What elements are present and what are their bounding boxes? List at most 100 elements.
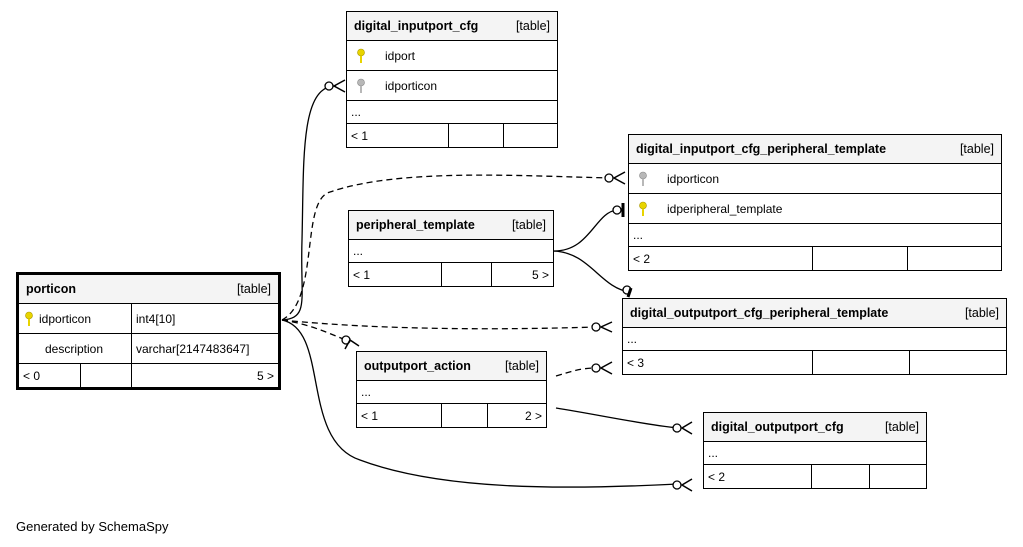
- foreign-key-icon: [347, 78, 375, 94]
- primary-key-icon: [347, 48, 375, 64]
- edge-end-circle: [324, 81, 334, 91]
- child-count: [908, 247, 1001, 270]
- table-name: outputport_action: [364, 359, 471, 373]
- table-name: digital_outputport_cfg_peripheral_templa…: [630, 306, 889, 320]
- primary-key-icon: [19, 311, 39, 327]
- more-columns: ...: [704, 442, 926, 465]
- edge-peripheral-template-inputport: [552, 209, 618, 252]
- table-digital-outputport-cfg-peripheral-template[interactable]: digital_outputport_cfg_peripheral_templa…: [622, 298, 1007, 375]
- crowfoot-arrow: [680, 478, 693, 492]
- more-columns: ...: [347, 101, 557, 124]
- rows-count: [81, 364, 132, 387]
- rows-count: [442, 263, 492, 286]
- table-header: porticon [table]: [19, 275, 278, 304]
- table-header: digital_inputport_cfg_peripheral_templat…: [629, 135, 1001, 164]
- table-kind: [table]: [515, 19, 550, 33]
- column-row: idporticon: [347, 71, 557, 101]
- edge-porticon-digital-inputport-cfg: [281, 85, 337, 321]
- child-count: 2 >: [524, 408, 542, 423]
- table-name: digital_outputport_cfg: [711, 420, 844, 434]
- crowfoot-arrow: [599, 361, 613, 375]
- one-bar: [626, 287, 633, 298]
- table-kind: [table]: [236, 282, 271, 296]
- table-footer: < 3: [623, 351, 1006, 374]
- column-row: idporticon: [629, 164, 1001, 194]
- table-header: outputport_action [table]: [357, 352, 546, 381]
- edge-porticon-digital-outputport-cfg: [281, 319, 679, 488]
- table-kind: [table]: [884, 420, 919, 434]
- edge-end-circle: [672, 480, 682, 490]
- foreign-key-icon: [629, 171, 657, 187]
- table-header: digital_inputport_cfg [table]: [347, 12, 557, 41]
- table-name: digital_inputport_cfg: [354, 19, 479, 33]
- crowfoot-arrow: [612, 171, 626, 185]
- table-footer: < 1 5 >: [349, 263, 553, 286]
- parent-count: < 1: [349, 263, 442, 286]
- column-name: idport: [385, 48, 416, 63]
- rows-count: [813, 351, 910, 374]
- table-porticon[interactable]: porticon [table] idporticon int4[10] des…: [16, 272, 281, 390]
- crowfoot-arrow: [332, 79, 346, 93]
- column-type: int4[10]: [136, 311, 176, 326]
- crowfoot-arrow: [344, 338, 360, 350]
- table-name: peripheral_template: [356, 218, 475, 232]
- table-digital-inputport-cfg[interactable]: digital_inputport_cfg [table] idport idp…: [346, 11, 558, 148]
- rows-count: [442, 404, 488, 427]
- column-name: idporticon: [385, 78, 438, 93]
- table-outputport-action[interactable]: outputport_action [table] ... < 1 2 >: [356, 351, 547, 428]
- table-peripheral-template[interactable]: peripheral_template [table] ... < 1 5 >: [348, 210, 554, 287]
- more-columns: ...: [629, 224, 1001, 247]
- edge-peripheral-template-outputport: [552, 250, 631, 293]
- column-name: description: [19, 334, 132, 363]
- parent-count: < 1: [347, 124, 449, 147]
- more-columns: ...: [349, 240, 553, 263]
- parent-count: < 0: [19, 364, 81, 387]
- table-digital-outputport-cfg[interactable]: digital_outputport_cfg [table] ... < 2: [703, 412, 927, 489]
- edge-porticon-inputport-peripheral-template: [281, 174, 613, 321]
- column-row: description varchar[2147483647]: [19, 334, 278, 364]
- edge-outputport-action-outputport-peripheral: [555, 367, 597, 377]
- crowfoot-arrow: [599, 321, 613, 333]
- parent-count: < 3: [623, 351, 813, 374]
- edge-porticon-outputport-action: [281, 319, 347, 341]
- table-footer: < 1 2 >: [357, 404, 546, 427]
- column-row: idporticon int4[10]: [19, 304, 278, 334]
- table-footer: < 2: [704, 465, 926, 488]
- edge-end-circle: [604, 173, 614, 183]
- parent-count: < 2: [629, 247, 813, 270]
- table-footer: < 2: [629, 247, 1001, 270]
- child-count: 5 >: [256, 368, 274, 383]
- edge-porticon-outputport-peripheral-template: [281, 319, 597, 330]
- primary-key-icon: [629, 201, 657, 217]
- table-kind: [table]: [511, 218, 546, 232]
- table-kind: [table]: [964, 306, 999, 320]
- child-count: [870, 465, 926, 488]
- table-digital-inputport-cfg-peripheral-template[interactable]: digital_inputport_cfg_peripheral_templat…: [628, 134, 1002, 271]
- rows-count: [812, 465, 870, 488]
- table-header: digital_outputport_cfg_peripheral_templa…: [623, 299, 1006, 328]
- more-columns: ...: [357, 381, 546, 404]
- child-count: 5 >: [531, 267, 549, 282]
- child-count: [504, 124, 557, 147]
- table-kind: [table]: [959, 142, 994, 156]
- table-footer: < 1: [347, 124, 557, 147]
- table-header: peripheral_template [table]: [349, 211, 553, 240]
- column-row: idperipheral_template: [629, 194, 1001, 224]
- edge-end-circle: [672, 423, 682, 433]
- table-name: digital_inputport_cfg_peripheral_templat…: [636, 142, 887, 156]
- rows-count: [813, 247, 908, 270]
- generator-credit: Generated by SchemaSpy: [16, 519, 169, 534]
- edge-outputport-action-digital-outputport-cfg: [555, 407, 679, 429]
- table-name: porticon: [26, 282, 76, 296]
- edge-end-circle: [591, 363, 601, 373]
- more-columns: ...: [623, 328, 1006, 351]
- edge-end-circle: [612, 205, 622, 215]
- table-header: digital_outputport_cfg [table]: [704, 413, 926, 442]
- column-name: idperipheral_template: [667, 201, 783, 216]
- crowfoot-arrow: [680, 421, 693, 435]
- table-footer: < 0 5 >: [19, 364, 278, 387]
- column-name: idporticon: [667, 171, 720, 186]
- edge-end-circle: [591, 322, 601, 332]
- child-count: [910, 351, 1006, 374]
